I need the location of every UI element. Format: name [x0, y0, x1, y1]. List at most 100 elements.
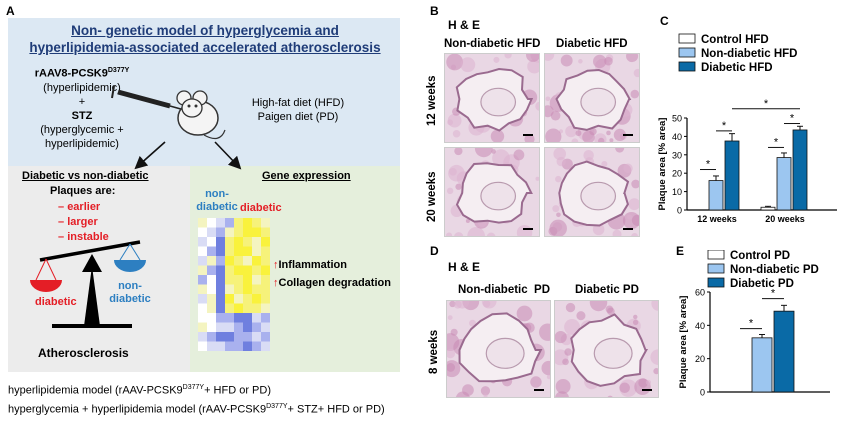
tissue-texture [455, 183, 462, 190]
legend-swatch [678, 61, 696, 72]
y-axis-label: Plaque area [% area] [678, 296, 689, 389]
scale-label-nondiabetic: non-diabetic [109, 280, 151, 305]
gene-up-inflammation: ↑Inflammation [273, 259, 347, 271]
panel-b-row2: 20 weeks [426, 171, 438, 222]
heatmap-cell [243, 332, 252, 342]
tissue-texture [447, 333, 460, 352]
heatmap-cell [216, 256, 225, 266]
tissue-texture [552, 205, 560, 213]
heatmap-cell [261, 284, 270, 294]
plaques-are-label: Plaques are: [50, 185, 116, 197]
heatmap-cell [261, 275, 270, 285]
up-arrow-icon: ↑ [273, 259, 279, 271]
gene-expression-heatmap [198, 218, 270, 351]
heatmap-cell [252, 227, 261, 237]
x-tick-label: 20 weeks [765, 214, 805, 224]
y-tick-label: 30 [672, 150, 682, 160]
heatmap-cell [198, 294, 207, 304]
panel-b-col1: Non-diabetic HFD [444, 38, 541, 50]
heatmap-cell [252, 237, 261, 247]
tissue-texture [631, 214, 639, 227]
arrow-to-comparison [134, 141, 166, 170]
heatmap-cell [234, 265, 243, 275]
tissue-texture [549, 219, 567, 236]
heatmap-cell [243, 246, 252, 256]
bar [792, 129, 808, 211]
significance-star: * [790, 113, 795, 125]
histology-image [446, 300, 551, 398]
heatmap-cell [234, 218, 243, 228]
tissue-texture [526, 54, 539, 62]
tissue-texture [605, 305, 614, 314]
plaque-region [580, 181, 617, 211]
histology-image [444, 53, 540, 143]
heatmap-cell [252, 322, 261, 332]
heatmap-cell [225, 313, 234, 323]
bar [773, 310, 795, 393]
y-tick-label: 20 [695, 354, 705, 364]
significance-star: * [764, 98, 769, 110]
tissue-texture [465, 218, 470, 224]
comparison-heading: Diabetic vs non-diabetic [22, 170, 149, 182]
histology-image [544, 53, 640, 143]
heatmap-cell [216, 227, 225, 237]
heatmap-cell [261, 322, 270, 332]
tissue-texture [631, 232, 638, 236]
heatmap-cell [261, 313, 270, 323]
tissue-texture [564, 348, 572, 356]
heatmap-cell [252, 275, 261, 285]
y-tick-label: 20 [672, 169, 682, 179]
y-tick-label: 60 [695, 288, 705, 298]
tissue-texture [601, 160, 608, 168]
heatmap-col-diabetic: diabetic [240, 202, 282, 214]
tissue-texture [480, 386, 491, 396]
heatmap-cell [261, 218, 270, 228]
panel-b-row1: 12 weeks [426, 75, 438, 126]
heatmap-cell [216, 303, 225, 313]
tissue-texture [455, 301, 470, 309]
heatmap-cell [216, 332, 225, 342]
tissue-texture [446, 187, 454, 195]
tissue-texture [638, 378, 648, 388]
gene-up-collagen: ↑Collagen degradation [273, 277, 391, 289]
vector-label: rAAV8-PCSK9D377Y [34, 67, 130, 80]
heatmap-cell [207, 313, 216, 323]
vector-note: (hyperlipidemic) [43, 81, 121, 94]
heatmap-cell [225, 246, 234, 256]
tissue-texture [626, 54, 639, 63]
tissue-texture [446, 54, 464, 71]
heatmap-cell [243, 284, 252, 294]
tissue-texture [623, 163, 633, 174]
heatmap-cell [261, 332, 270, 342]
model-ingredients: rAAV8-PCSK9D377Y (hyperlipidemic) + STZ … [22, 64, 142, 151]
panel-d-col2: Diabetic PD [575, 284, 639, 296]
heatmap-cell [198, 227, 207, 237]
tissue-texture [460, 57, 476, 73]
panel-d-letter: D [430, 244, 439, 258]
heatmap-cell [225, 256, 234, 266]
y-tick-label: 0 [677, 206, 682, 216]
stz-label: STZ [71, 109, 93, 122]
scale-label-diabetic: diabetic [35, 296, 77, 308]
balance-scale-icon [30, 240, 146, 328]
gene-expression-heading: Gene expression [262, 170, 351, 182]
tissue-texture [592, 223, 605, 236]
tissue-texture [609, 138, 614, 142]
tissue-texture [493, 56, 500, 63]
heatmap-cell [243, 313, 252, 323]
heatmap-cell [216, 341, 225, 351]
branch-arrows [134, 141, 242, 170]
panel-b-stain: H & E [448, 18, 481, 32]
heatmap-cell [198, 332, 207, 342]
legend-label: Non-diabetic PD [730, 264, 819, 276]
tissue-texture [564, 319, 580, 335]
bar [708, 180, 724, 211]
x-tick-label: 12 weeks [697, 214, 737, 224]
heatmap-cell [234, 275, 243, 285]
legend-swatch [707, 250, 725, 260]
heatmap-cell [198, 246, 207, 256]
tissue-texture [535, 101, 539, 111]
tissue-texture [583, 149, 594, 161]
tissue-texture [524, 134, 535, 142]
